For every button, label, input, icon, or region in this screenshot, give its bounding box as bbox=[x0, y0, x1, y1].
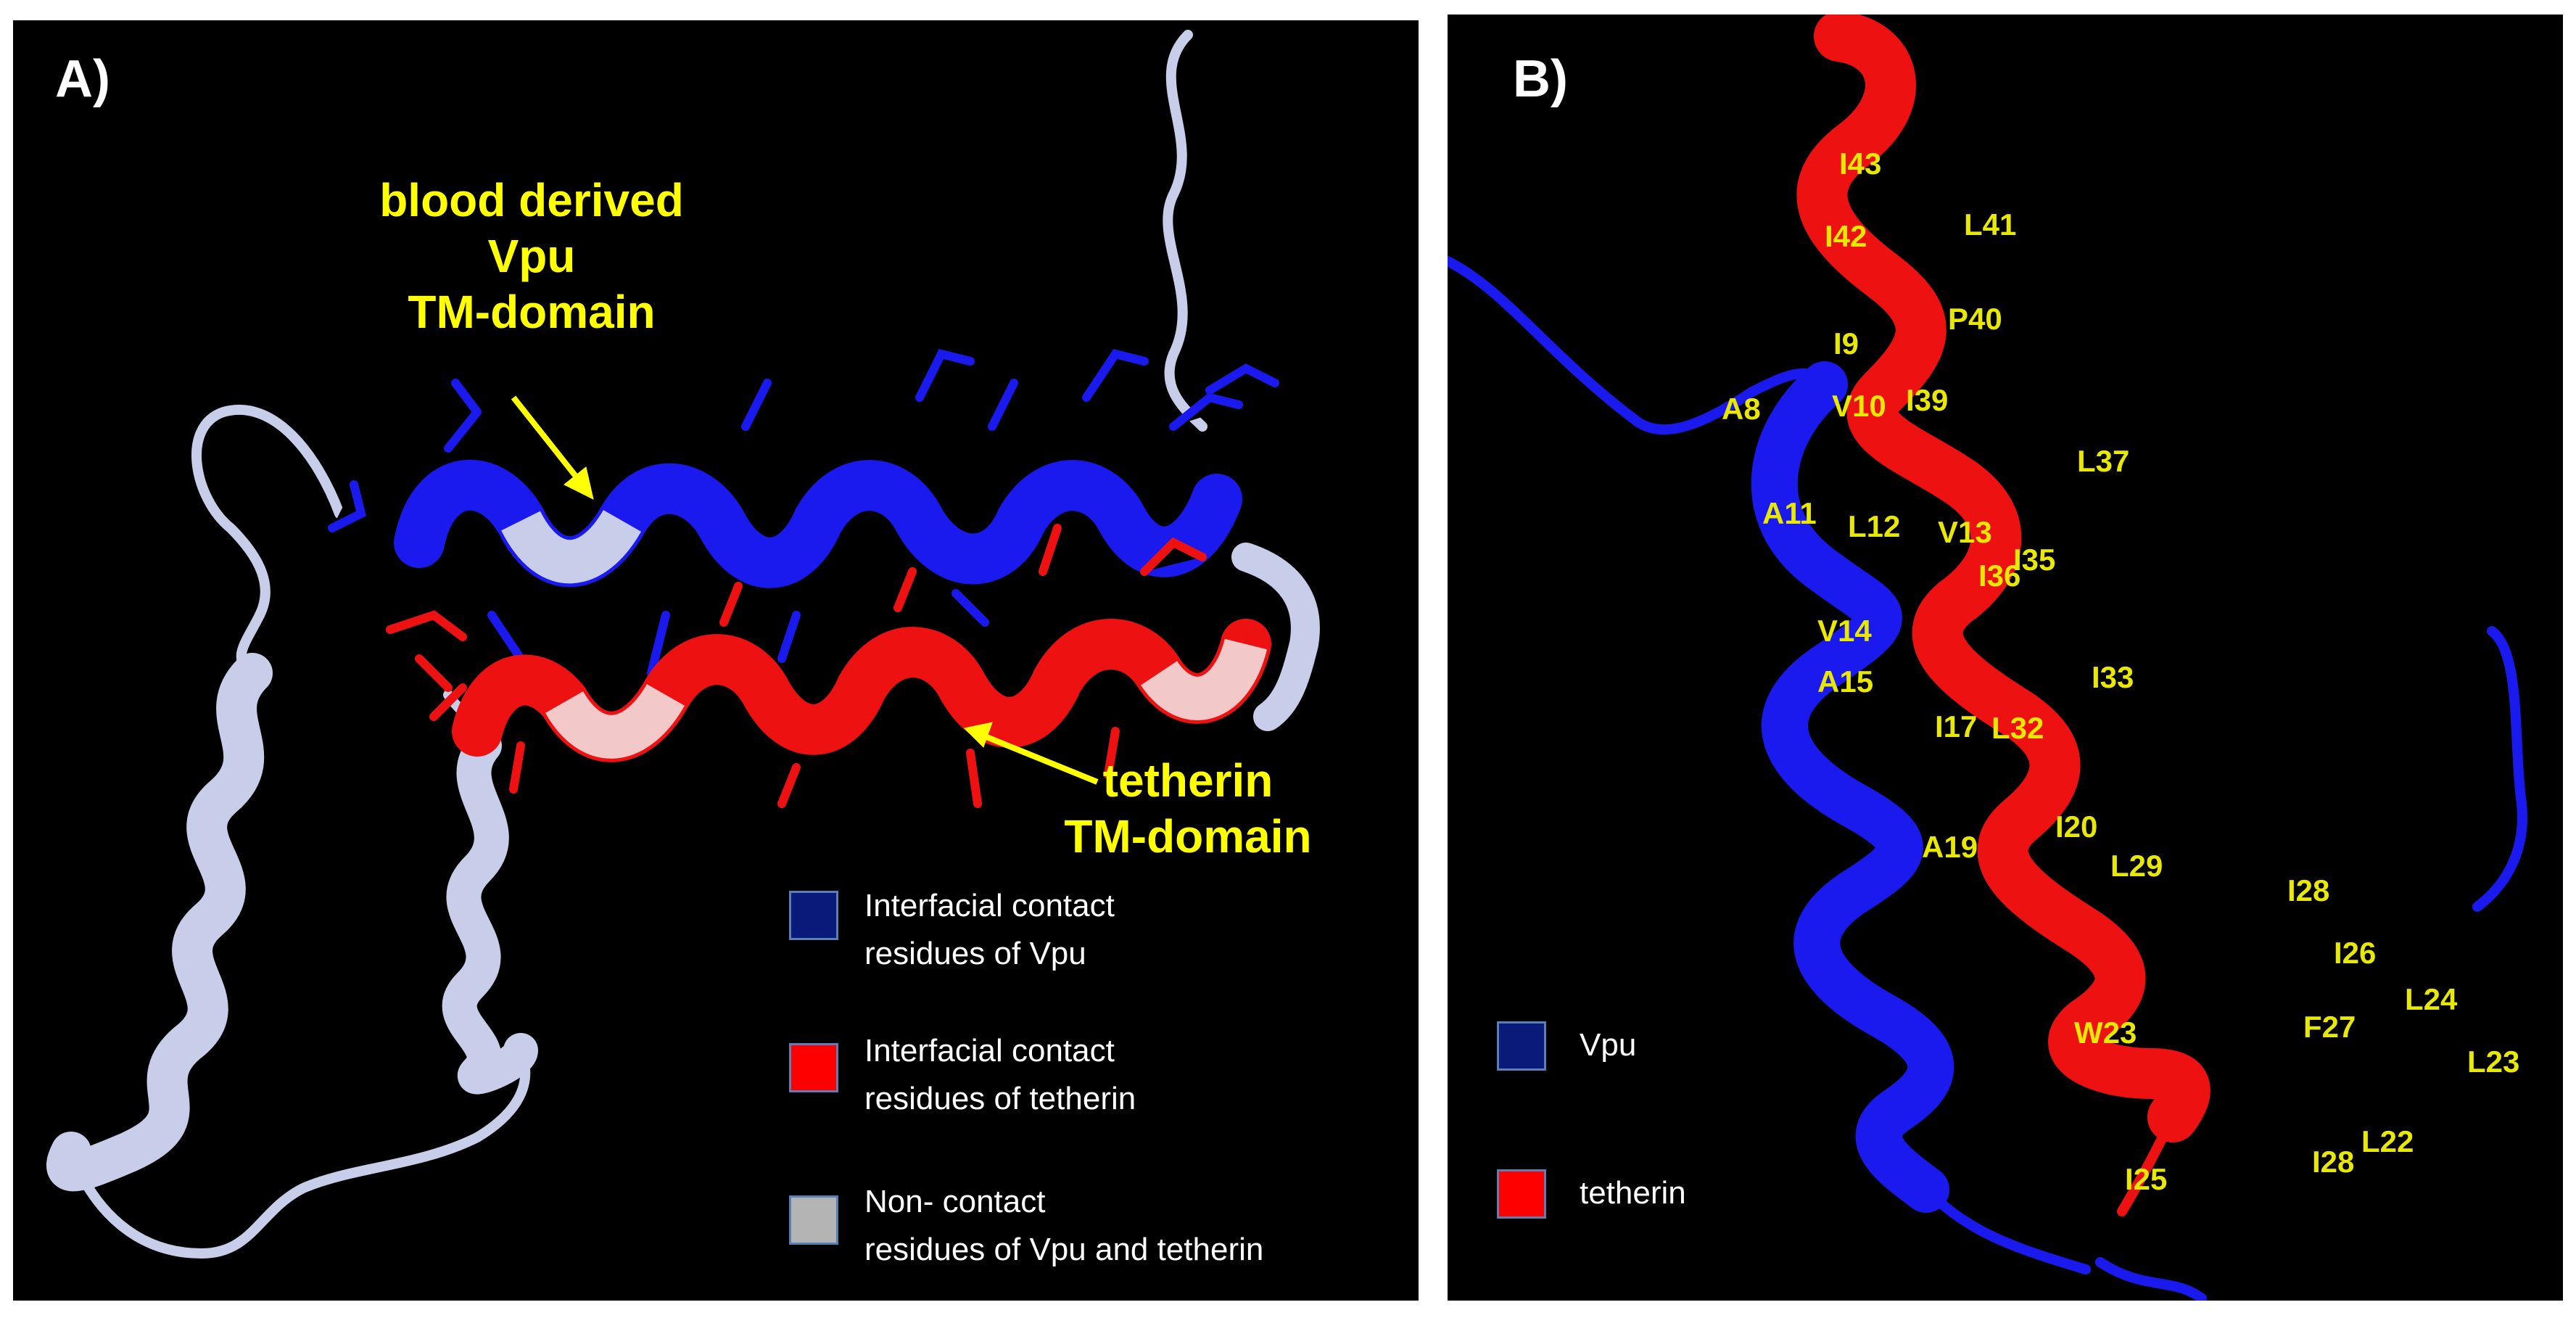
residue-label: I39 bbox=[1906, 383, 1949, 417]
panel-a-structure bbox=[46, 30, 1320, 1259]
residue-label: L22 bbox=[2361, 1124, 2414, 1158]
legend-tetherin: tetherin bbox=[1497, 1169, 1686, 1219]
legend-vpu-contact: Interfacial contact residues of Vpu bbox=[789, 888, 1115, 978]
tetherin-chain bbox=[1796, 15, 2210, 1216]
tetherin-side-chains bbox=[386, 524, 1207, 808]
tetherin-domain-label: tetherin TM-domain bbox=[1064, 754, 1312, 862]
legend-noncontact: Non- contact residues of Vpu and tetheri… bbox=[789, 1184, 1263, 1274]
vpu-helix bbox=[328, 349, 1279, 677]
residue-label: A19 bbox=[1922, 830, 1978, 864]
legend-text: Vpu bbox=[1580, 1027, 1637, 1063]
residue-label: L12 bbox=[1848, 509, 1901, 543]
vpu-arrow bbox=[511, 395, 594, 500]
residue-label: L29 bbox=[2110, 849, 2163, 883]
legend-swatch-tetherin bbox=[1497, 1169, 1546, 1219]
vpu-domain-label: blood derived Vpu TM-domain bbox=[379, 174, 684, 338]
residue-label: V10 bbox=[1832, 389, 1886, 423]
residue-label: A11 bbox=[1762, 496, 1817, 530]
residue-label: I28 bbox=[2287, 873, 2330, 907]
legend-text: Interfacial contact residues of Vpu bbox=[864, 888, 1115, 971]
legend-swatch-tetherin bbox=[789, 1043, 838, 1092]
residue-label: V13 bbox=[1938, 515, 1992, 549]
residue-label: I42 bbox=[1825, 219, 1867, 253]
residue-label: I35 bbox=[2013, 543, 2056, 577]
residue-label: A8 bbox=[1722, 392, 1761, 426]
residue-label: I43 bbox=[1839, 147, 1882, 181]
legend-swatch-vpu bbox=[1497, 1021, 1546, 1071]
vpu-chain bbox=[1448, 256, 2527, 1301]
panel-a-label: A) bbox=[55, 50, 110, 108]
residue-label: I36 bbox=[1978, 559, 2021, 593]
residue-label: V14 bbox=[1817, 614, 1872, 648]
residue-label: L41 bbox=[1964, 207, 2017, 242]
legend-tetherin-contact: Interfacial contact residues of tetherin bbox=[789, 1033, 1136, 1123]
panel-b: B) I43 I42 L41 P40 I9 A8 V10 I39 L37 A11… bbox=[1448, 15, 2563, 1301]
residue-label: I28 bbox=[2312, 1145, 2355, 1179]
residue-label: I26 bbox=[2334, 936, 2377, 970]
legend-swatch-noncontact bbox=[789, 1195, 838, 1245]
residue-label: I17 bbox=[1935, 709, 1978, 744]
residue-label: I9 bbox=[1833, 326, 1859, 361]
tetherin-helix bbox=[386, 524, 1271, 808]
legend-text: tetherin bbox=[1580, 1175, 1686, 1211]
legend-swatch-vpu bbox=[789, 891, 838, 940]
tetherin-arrow bbox=[963, 722, 1099, 785]
legend-vpu: Vpu bbox=[1497, 1021, 1636, 1071]
panel-b-label: B) bbox=[1513, 50, 1568, 108]
residue-label: F27 bbox=[2303, 1010, 2356, 1044]
residue-label: A15 bbox=[1817, 664, 1874, 699]
residue-label: L23 bbox=[2467, 1045, 2520, 1079]
vpu-side-chains bbox=[328, 349, 1279, 677]
residue-label: W23 bbox=[2074, 1016, 2137, 1050]
residue-label: L32 bbox=[1991, 711, 2044, 745]
residue-label: I20 bbox=[2055, 810, 2098, 844]
residue-label: L24 bbox=[2405, 982, 2458, 1016]
panel-a: A) blood derived Vpu TM-domain tetherin … bbox=[13, 20, 1419, 1301]
noncontact-region bbox=[46, 30, 1320, 1259]
legend-text: Non- contact residues of Vpu and tetheri… bbox=[864, 1184, 1264, 1267]
residue-label: P40 bbox=[1948, 302, 2002, 336]
panel-b-structure bbox=[1448, 15, 2527, 1301]
legend-text: Interfacial contact residues of tetherin bbox=[864, 1033, 1136, 1116]
residue-label: I33 bbox=[2092, 660, 2134, 694]
residue-label: L37 bbox=[2077, 444, 2130, 478]
residue-label: I25 bbox=[2125, 1162, 2168, 1196]
